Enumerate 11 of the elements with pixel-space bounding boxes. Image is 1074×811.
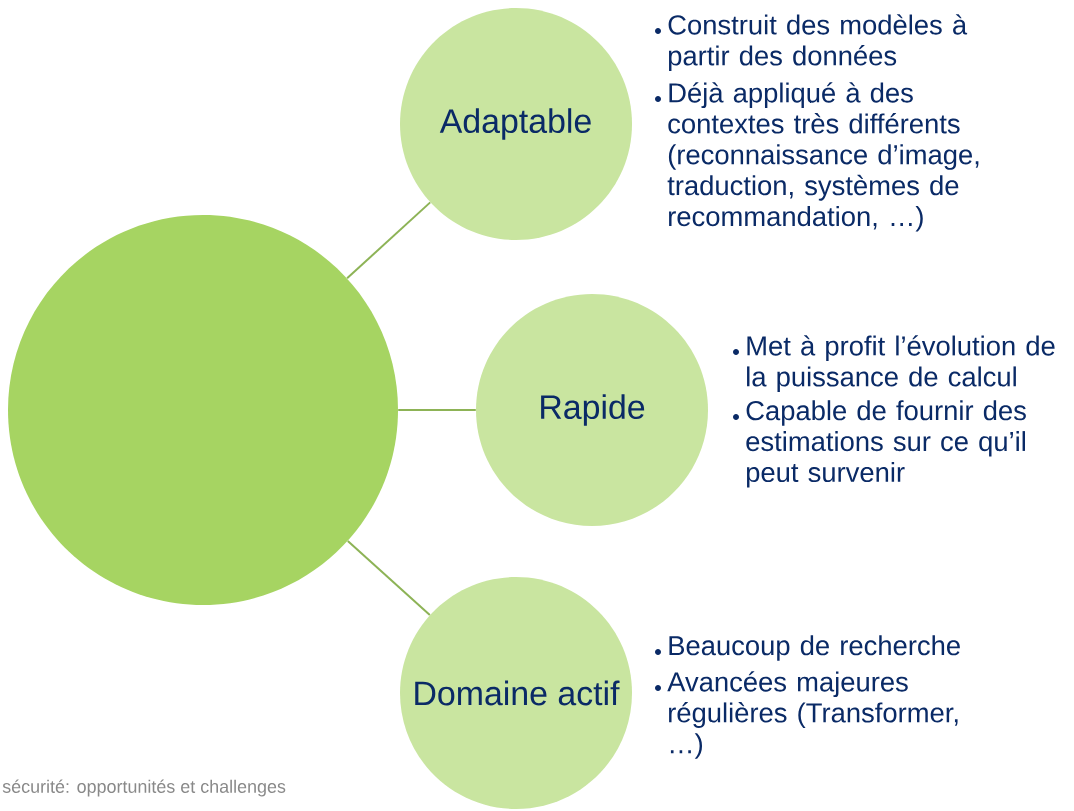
bullet-text: Déjà appliqué à des contextes très différents (reconnaissance d’image, traduction, systèmes de recommandation, …) (667, 82, 979, 232)
bullet-text: Beaucoup de recherche (669, 635, 960, 661)
connector-line (346, 539, 431, 617)
circle (8, 215, 398, 605)
connector-line (346, 201, 432, 280)
bullet-text: Capable de fournir des estimations sur ce qu’il peut survenir (746, 400, 1026, 488)
bullet-text: Construit des modèles à partir des données (668, 14, 968, 71)
bullet-text: Met à profit l’évolution de la puissance de calcul (747, 335, 1055, 392)
footer-text: sécurité: opportunités et challenges (2, 779, 286, 797)
connector-line (397, 409, 477, 411)
bullet-text: Avancées majeures régulières (Transformer, …) (667, 671, 958, 759)
